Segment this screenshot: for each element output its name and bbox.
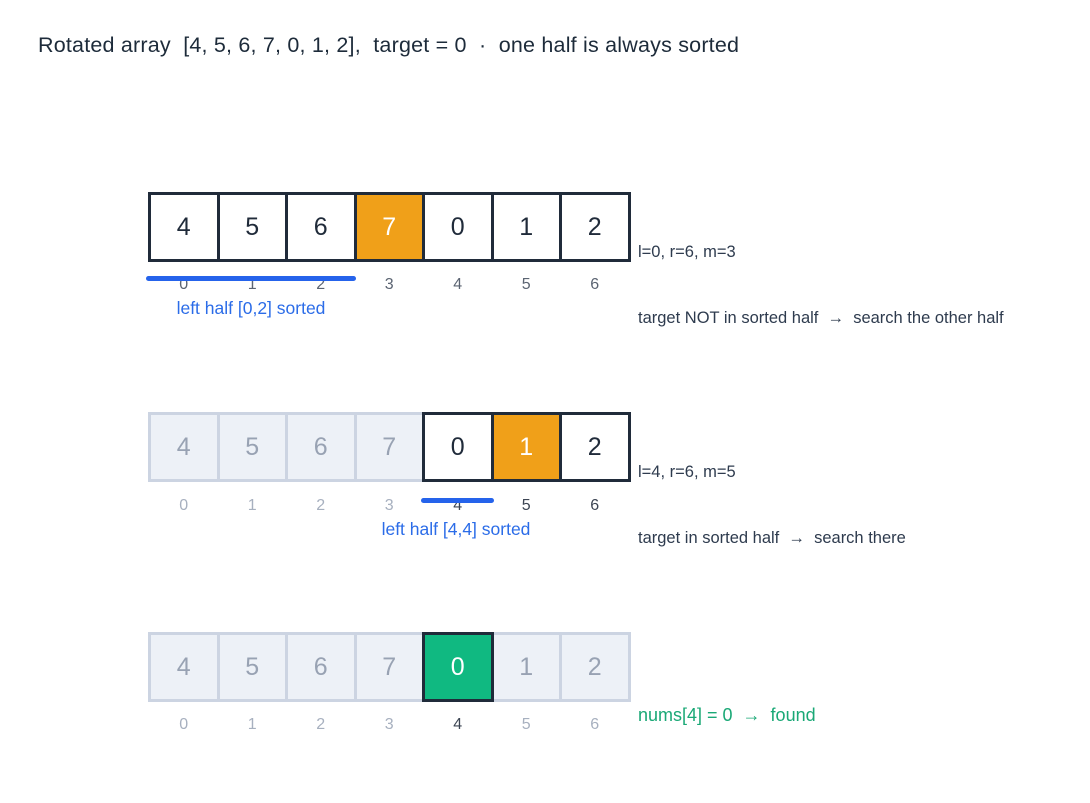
array-cell-mid-highlight: 1	[490, 412, 562, 482]
array-cell: 4	[148, 192, 220, 262]
step-3-array-grid: 4 5 6 7 0 1 2	[148, 632, 631, 702]
index-label: 4	[453, 497, 463, 514]
annotation-line: target in sorted half → search there	[638, 529, 906, 547]
index-label: 6	[590, 716, 600, 733]
array-cell-discarded: 4	[148, 632, 220, 702]
array-cell: 0	[422, 192, 494, 262]
step-1-annotation: l=0, r=6, m=3 target NOT in sorted half …	[638, 197, 1004, 373]
array-cell: 2	[559, 412, 631, 482]
index-label: 5	[521, 276, 531, 293]
index-label: 1	[247, 276, 257, 293]
array-cell-found-highlight: 0	[422, 632, 494, 702]
step-3-index-row: 0 1 2 3 4 5 6	[148, 716, 631, 734]
index-label: 0	[179, 276, 189, 293]
array-cell: 5	[216, 192, 288, 262]
step-1-array-grid: 4 5 6 7 0 1 2	[148, 192, 631, 262]
array-cell-discarded: 6	[285, 632, 357, 702]
step-3-annotation: nums[4] = 0 → found	[638, 655, 816, 775]
index-label: 4	[453, 716, 463, 733]
index-label: 4	[453, 276, 463, 293]
page-title: Rotated array [4, 5, 6, 7, 0, 1, 2], tar…	[38, 33, 740, 57]
index-label: 6	[590, 276, 600, 293]
array-cell-discarded: 5	[216, 632, 288, 702]
array-cell-mid-highlight: 7	[353, 192, 425, 262]
index-label: 2	[316, 276, 326, 293]
step-2-index-row: 0 1 2 3 4 5 6	[148, 497, 631, 515]
sorted-range-label: left half [0,2] sorted	[176, 298, 326, 318]
step-2-array-grid: 4 5 6 7 0 1 2	[148, 412, 631, 482]
array-cell: 1	[490, 192, 562, 262]
array-cell: 0	[422, 412, 494, 482]
index-label: 6	[590, 497, 600, 514]
array-cell: 6	[285, 192, 357, 262]
array-cell-discarded: 7	[353, 632, 425, 702]
array-cell-discarded: 5	[216, 412, 288, 482]
annotation-line: target NOT in sorted half → search the o…	[638, 309, 1004, 327]
index-label: 0	[179, 716, 189, 733]
index-label: 2	[316, 716, 326, 733]
index-label: 1	[247, 497, 257, 514]
array-cell-discarded: 6	[285, 412, 357, 482]
index-label: 5	[521, 716, 531, 733]
index-label: 5	[521, 497, 531, 514]
annotation-line-found: nums[4] = 0 → found	[638, 705, 816, 725]
array-cell-discarded: 2	[559, 632, 631, 702]
sorted-range-label: left half [4,4] sorted	[381, 519, 531, 539]
sorted-range-underline	[421, 498, 494, 503]
annotation-line: l=0, r=6, m=3	[638, 243, 736, 261]
step-2-annotation: l=4, r=6, m=5 target in sorted half → se…	[638, 417, 906, 593]
index-label: 3	[384, 276, 394, 293]
index-label: 3	[384, 716, 394, 733]
step-1-index-row: 0 1 2 3 4 5 6	[148, 276, 631, 294]
index-label: 2	[316, 497, 326, 514]
array-cell: 2	[559, 192, 631, 262]
index-label: 0	[179, 497, 189, 514]
sorted-range-underline	[146, 276, 356, 281]
annotation-line: l=4, r=6, m=5	[638, 463, 736, 481]
array-cell-discarded: 1	[490, 632, 562, 702]
index-label: 3	[384, 497, 394, 514]
index-label: 1	[247, 716, 257, 733]
